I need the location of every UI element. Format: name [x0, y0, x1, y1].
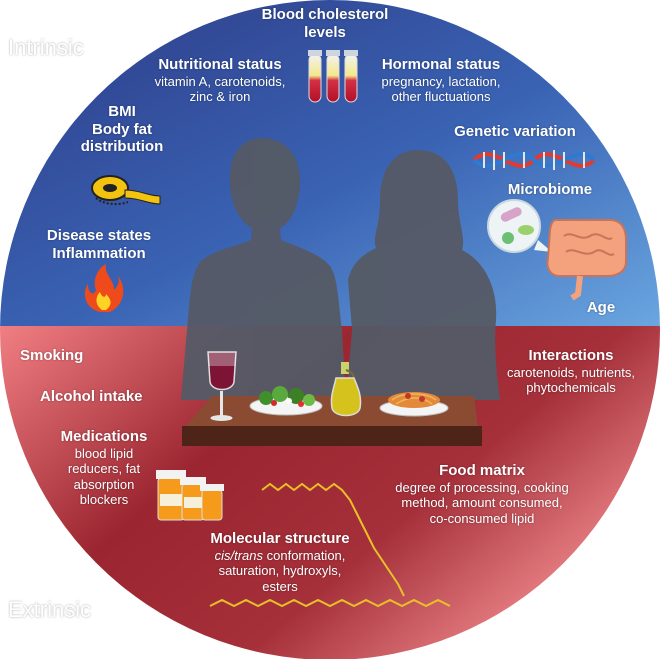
medications-title: Medications	[60, 428, 148, 445]
molecular-structure-title: Molecular structure	[210, 530, 350, 547]
nutritional-status-title: Nutritional status	[158, 56, 282, 73]
alcohol-intake-label: Alcohol intake	[40, 388, 143, 405]
microbiome-label: Microbiome	[507, 181, 593, 198]
fire-icon	[84, 264, 124, 312]
pill-bottles-icon	[156, 470, 224, 521]
intestine-icon	[546, 219, 627, 301]
medications-line2: reducers, fat	[67, 461, 141, 477]
blood-cholesterol-label: Blood cholesterol levels	[261, 6, 389, 41]
medications-line3: absorption	[73, 476, 135, 492]
tape-measure-icon	[91, 175, 161, 206]
interactions-line1: carotenoids, nutrients,	[507, 364, 635, 380]
food-matrix-title: Food matrix	[439, 462, 525, 479]
food-matrix-line2: method, amount consumed,	[401, 495, 563, 511]
man-silhouette	[181, 138, 346, 400]
disease-line2: Inflammation	[52, 244, 146, 262]
pasta-icon	[379, 392, 449, 417]
molecular-structure: Molecular structure cis/trans conformati…	[180, 530, 380, 594]
food-matrix: Food matrix degree of processing, cookin…	[372, 462, 592, 526]
bmi-label: BMI Body fat distribution	[58, 103, 186, 156]
molecular-structure-line3: esters	[262, 578, 298, 594]
medications: Medications blood lipid reducers, fat ab…	[48, 428, 160, 508]
medications-line1: blood lipid	[74, 445, 134, 461]
olive-oil-icon	[330, 362, 362, 417]
nutritional-status-line2: zinc & iron	[189, 89, 251, 105]
age-label: Age	[586, 299, 616, 316]
nutritional-status: Nutritional status vitamin A, carotenoid…	[135, 56, 305, 105]
hormonal-status: Hormonal status pregnancy, lactation, ot…	[366, 56, 516, 105]
test-tubes-icon	[308, 50, 358, 103]
dna-icon	[472, 150, 596, 170]
bmi-line1: BMI	[108, 103, 136, 120]
bmi-line2: Body fat	[92, 120, 152, 138]
interactions-title: Interactions	[528, 347, 614, 364]
medications-line4: blockers	[79, 492, 129, 508]
conformation-text: conformation,	[263, 547, 346, 563]
salad-icon	[249, 386, 323, 416]
intrinsic-label: Intrinsic	[8, 35, 84, 60]
disease-states-label: Disease states Inflammation	[34, 227, 164, 262]
molecular-structure-line2: saturation, hydroxyls,	[218, 563, 342, 579]
people-silhouettes	[181, 138, 500, 400]
interactions: Interactions carotenoids, nutrients, phy…	[488, 347, 654, 396]
disease-line1: Disease states	[46, 227, 152, 244]
genetic-variation-label: Genetic variation	[454, 123, 576, 140]
food-matrix-line1: degree of processing, cooking	[395, 479, 569, 495]
bmi-line3: distribution	[80, 138, 164, 156]
hormonal-status-line2: other fluctuations	[391, 89, 491, 105]
woman-silhouette	[346, 150, 500, 400]
food-matrix-line3: co-consumed lipid	[429, 510, 535, 526]
molecular-structure-line1: cis/trans conformation,	[180, 548, 380, 564]
cis-trans-text: cis/trans	[214, 547, 264, 563]
nutritional-status-line1: vitamin A, carotenoids,	[154, 73, 286, 89]
molecule-icon	[209, 482, 451, 608]
interactions-line2: phytochemicals	[526, 380, 616, 396]
wine-glass-icon	[207, 351, 237, 421]
extrinsic-label: Extrinsic	[8, 597, 92, 622]
bacteria-icon	[487, 199, 552, 253]
smoking-label: Smoking	[20, 347, 84, 364]
hormonal-status-title: Hormonal status	[381, 56, 501, 73]
hormonal-status-line1: pregnancy, lactation,	[381, 73, 501, 89]
